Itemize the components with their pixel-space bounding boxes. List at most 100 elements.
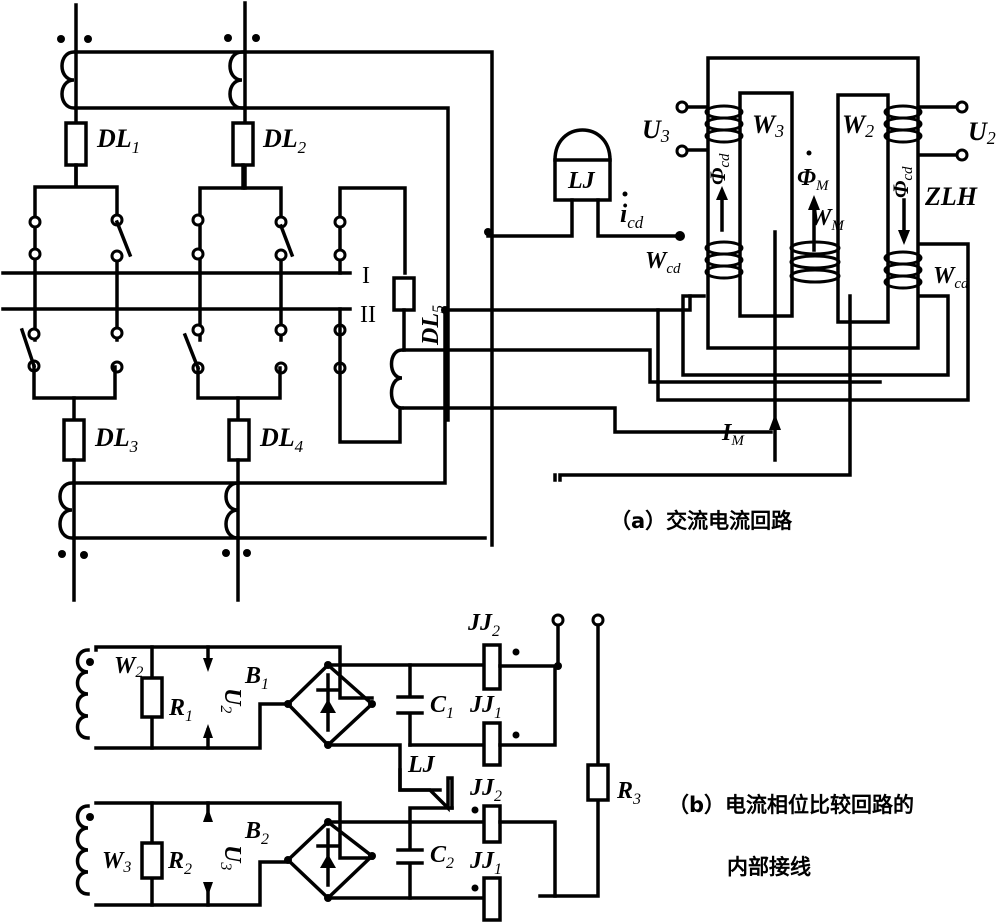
dl5-loop — [338, 307, 402, 444]
junction — [368, 700, 376, 708]
breaker-dl5 — [392, 276, 416, 312]
ct-coil-5 — [389, 348, 404, 410]
caption-a: （a）交流电流回路 — [610, 509, 793, 533]
polarity-dot — [252, 34, 260, 42]
polarity-dot — [86, 813, 94, 821]
label-zlh: ZLH — [924, 182, 978, 211]
label-dl3: DL3 — [94, 423, 138, 456]
label-c1: C1 — [430, 692, 454, 722]
label-wm: WM — [810, 205, 845, 234]
label-r3: R3 — [616, 778, 641, 808]
r2-leads — [150, 801, 210, 907]
ct-secondary-wire-b — [74, 106, 450, 422]
label-r2: R2 — [167, 848, 192, 878]
phasor-dot — [622, 191, 628, 197]
winding-w3 — [704, 104, 744, 144]
label-u2-b: U2 — [217, 688, 245, 713]
label-wcd-right: Wcd — [933, 263, 969, 292]
polarity-dot — [224, 34, 232, 42]
caption-b-line2: 内部接线 — [727, 855, 811, 879]
relay-jj2-upper — [482, 643, 502, 691]
polarity-dot — [84, 35, 92, 43]
relay-lj-leads — [486, 198, 682, 238]
capacitor-c2 — [396, 806, 454, 900]
label-u3: U3 — [642, 115, 670, 146]
breaker-leads-lower — [72, 396, 240, 422]
r3-wire — [538, 623, 600, 898]
label-w3-b: W3 — [102, 848, 131, 876]
label-u2: U2 — [968, 117, 996, 148]
feeder-lower — [72, 458, 240, 602]
junction — [675, 231, 685, 241]
polarity-dot — [512, 731, 520, 739]
winding-w3-b — [75, 804, 90, 896]
winding-wcd-right — [883, 250, 923, 290]
ct-coil-4 — [224, 481, 240, 540]
open-switch-blade — [278, 223, 295, 258]
capacitor-c1 — [396, 663, 424, 747]
label-lj: LJ — [567, 168, 596, 194]
label-jj1-lower: JJ1 — [469, 848, 502, 878]
open-switch-blade — [114, 219, 133, 258]
label-im: IM — [721, 420, 745, 449]
relay-jj1-lower — [482, 876, 502, 922]
resistor-r3 — [586, 763, 610, 802]
polarity-dot — [471, 884, 479, 892]
ct5-wire-b — [402, 406, 773, 434]
winding-wm — [789, 240, 841, 284]
terminal-u3-a — [675, 100, 689, 114]
ct5-wire-a — [402, 348, 882, 384]
label-wcd-left: Wcd — [645, 248, 681, 277]
diode-triangle — [320, 699, 336, 713]
u3-leads — [684, 105, 708, 152]
caption-b-line1: （b）电流相位比较回路的 — [668, 793, 914, 817]
disconnector-terminals-upper — [28, 213, 347, 263]
label-icd: icd — [620, 199, 644, 232]
r1-leads — [150, 645, 210, 750]
u3-arrows — [203, 808, 213, 896]
wcd-loop — [681, 294, 950, 377]
relay-jj2-lower — [482, 804, 502, 844]
ct-lower-wire-a — [72, 308, 447, 485]
zlh-left-window — [738, 91, 794, 318]
ct-secondary-wire-a — [74, 50, 494, 547]
breaker-leads — [74, 163, 245, 190]
ct-coil-3 — [58, 481, 74, 540]
breaker-dl1 — [64, 121, 88, 167]
terminal-u3-b — [675, 144, 689, 158]
jj-upper-outputs — [498, 621, 560, 747]
b2-outputs — [326, 820, 486, 900]
terminal-u2-b — [955, 148, 969, 162]
u2-leads — [918, 105, 960, 157]
polarity-dot — [57, 35, 65, 43]
label-bus-ii: II — [360, 302, 376, 328]
label-bus-i: I — [362, 263, 370, 289]
terminal-u2-a — [955, 100, 969, 114]
arrow-head — [808, 195, 820, 210]
label-jj2-lower: JJ2 — [469, 775, 502, 805]
breaker-dl2 — [231, 121, 255, 167]
relay-lj — [553, 128, 612, 202]
arrow-head — [898, 230, 910, 245]
terminal-out-a — [551, 613, 565, 627]
junction — [484, 228, 492, 236]
winding-w2-b — [75, 648, 90, 740]
label-w3: W3 — [752, 110, 784, 141]
part-b-phase-comparison-circuit: W2 R1 U2 B1 C1 R3 JJ2 JJ1 LJ — [75, 610, 914, 922]
ct-coil-1 — [60, 50, 76, 110]
label-u3-b: U3 — [217, 845, 245, 870]
label-w2-b: W2 — [114, 653, 143, 681]
junction — [284, 700, 292, 708]
wire-to-wcd — [443, 294, 692, 312]
label-dl1: DL1 — [96, 124, 140, 157]
label-b2: B2 — [244, 818, 269, 848]
label-dl2: DL2 — [262, 124, 307, 157]
resistor-r1 — [140, 676, 164, 719]
relay-jj1-upper — [482, 721, 502, 767]
jj-lower-outputs — [498, 820, 557, 898]
label-jj2-upper: JJ2 — [467, 610, 500, 640]
winding-wcd-left — [704, 240, 744, 280]
label-jj1-upper: JJ1 — [469, 692, 502, 722]
